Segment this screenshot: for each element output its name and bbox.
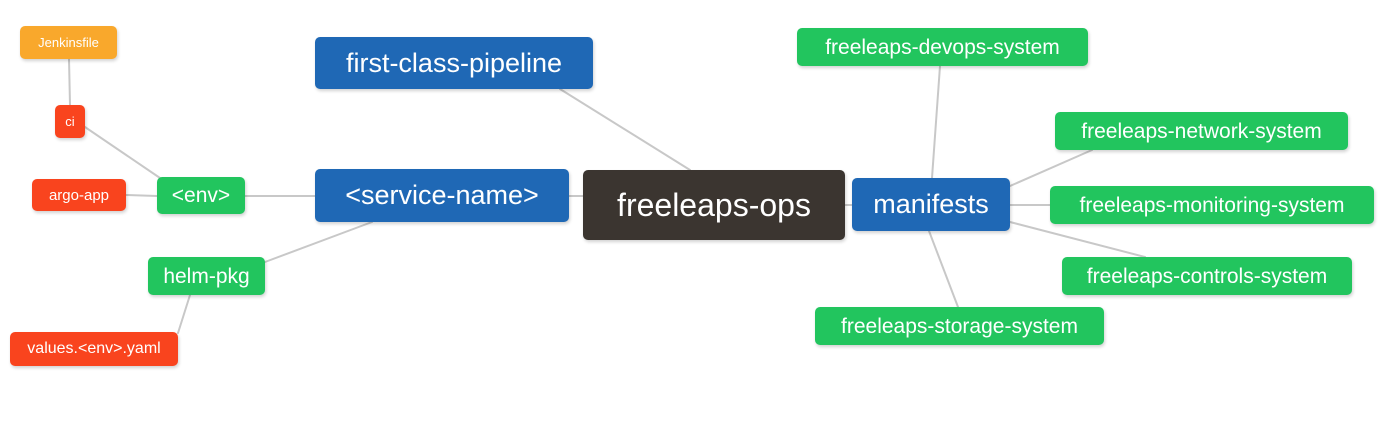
node-ci[interactable]: ci — [55, 105, 85, 138]
node-label-freeleaps-devops-system: freeleaps-devops-system — [825, 35, 1060, 59]
node-first-class-pipeline[interactable]: first-class-pipeline — [315, 37, 593, 89]
edge-argo-app-to-env — [125, 194, 158, 197]
node-label-jenkinsfile: Jenkinsfile — [38, 35, 99, 50]
node-label-freeleaps-storage-system: freeleaps-storage-system — [841, 314, 1078, 338]
edge-helm-pkg-to-service-name — [264, 221, 373, 263]
node-manifests[interactable]: manifests — [852, 178, 1010, 231]
edge-manifests-to-freeleaps-devops-system — [931, 65, 941, 179]
edge-manifests-to-freeleaps-storage-system — [928, 230, 959, 308]
node-label-freeleaps-ops: freeleaps-ops — [617, 187, 811, 223]
node-freeleaps-network-system[interactable]: freeleaps-network-system — [1055, 112, 1348, 150]
node-env[interactable]: <env> — [157, 177, 245, 214]
node-label-argo-app: argo-app — [48, 186, 110, 204]
node-label-freeleaps-network-system: freeleaps-network-system — [1081, 119, 1322, 143]
node-label-values-yaml: values.<env>.yaml — [27, 340, 161, 357]
node-values-yaml[interactable]: values.<env>.yaml — [10, 332, 178, 366]
node-label-manifests: manifests — [873, 189, 989, 219]
edge-first-class-pipeline-to-freeleaps-ops — [559, 88, 691, 171]
node-freeleaps-ops[interactable]: freeleaps-ops — [583, 170, 845, 240]
edge-values-yaml-to-helm-pkg — [177, 294, 191, 334]
edge-jenkinsfile-to-ci — [68, 58, 71, 106]
node-freeleaps-devops-system[interactable]: freeleaps-devops-system — [797, 28, 1088, 66]
node-jenkinsfile[interactable]: Jenkinsfile — [20, 26, 117, 59]
node-freeleaps-controls-system[interactable]: freeleaps-controls-system — [1062, 257, 1352, 295]
node-helm-pkg[interactable]: helm-pkg — [148, 257, 265, 295]
node-freeleaps-storage-system[interactable]: freeleaps-storage-system — [815, 307, 1104, 345]
node-label-service-name: <service-name> — [345, 180, 539, 210]
node-service-name[interactable]: <service-name> — [315, 169, 569, 222]
node-freeleaps-monitoring-system[interactable]: freeleaps-monitoring-system — [1050, 186, 1374, 224]
node-label-freeleaps-monitoring-system: freeleaps-monitoring-system — [1079, 193, 1345, 217]
node-label-freeleaps-controls-system: freeleaps-controls-system — [1086, 264, 1328, 288]
node-label-helm-pkg: helm-pkg — [163, 264, 250, 288]
edge-manifests-to-freeleaps-network-system — [1009, 149, 1093, 187]
edge-ci-to-env — [84, 126, 161, 179]
node-label-first-class-pipeline: first-class-pipeline — [345, 47, 563, 78]
node-label-env: <env> — [171, 184, 231, 207]
node-argo-app[interactable]: argo-app — [32, 179, 126, 211]
node-label-ci: ci — [65, 114, 75, 129]
edge-manifests-to-freeleaps-controls-system — [1009, 221, 1146, 258]
